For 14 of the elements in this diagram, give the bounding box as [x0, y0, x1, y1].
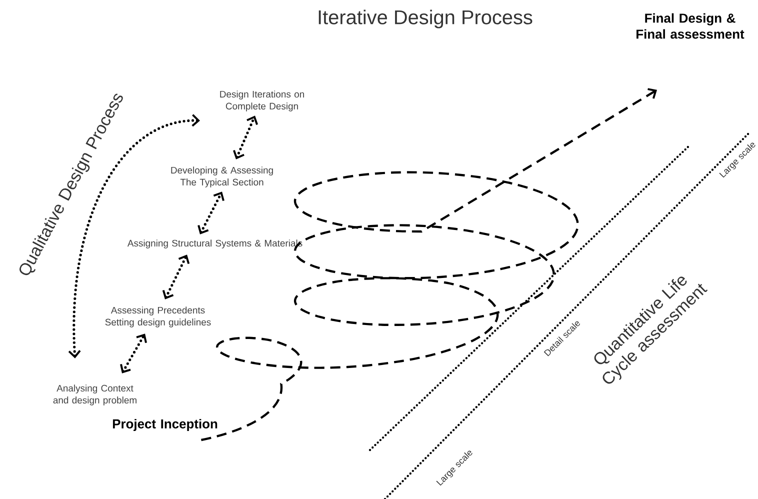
curved-arrow [68, 114, 200, 358]
step-label: Developing & Assessing The Typical Section [171, 166, 273, 188]
double-arrow [233, 116, 258, 160]
double-arrow [198, 192, 224, 234]
step-label: Design Iterations on Complete Design [220, 90, 304, 112]
step-label: Assigning Structural Systems & Materials [127, 240, 302, 248]
step-label: Assessing Precedents Setting design guidelines [105, 306, 211, 328]
double-arrow [120, 334, 147, 374]
step-label: Analysing Context and design problem [53, 384, 136, 406]
start-label: Project Inception [112, 418, 218, 432]
double-arrow [162, 254, 190, 300]
title: Iterative Design Process [318, 10, 532, 28]
spiral-arrow [200, 88, 657, 442]
end-label: Final Design & Final assessment [636, 13, 744, 39]
